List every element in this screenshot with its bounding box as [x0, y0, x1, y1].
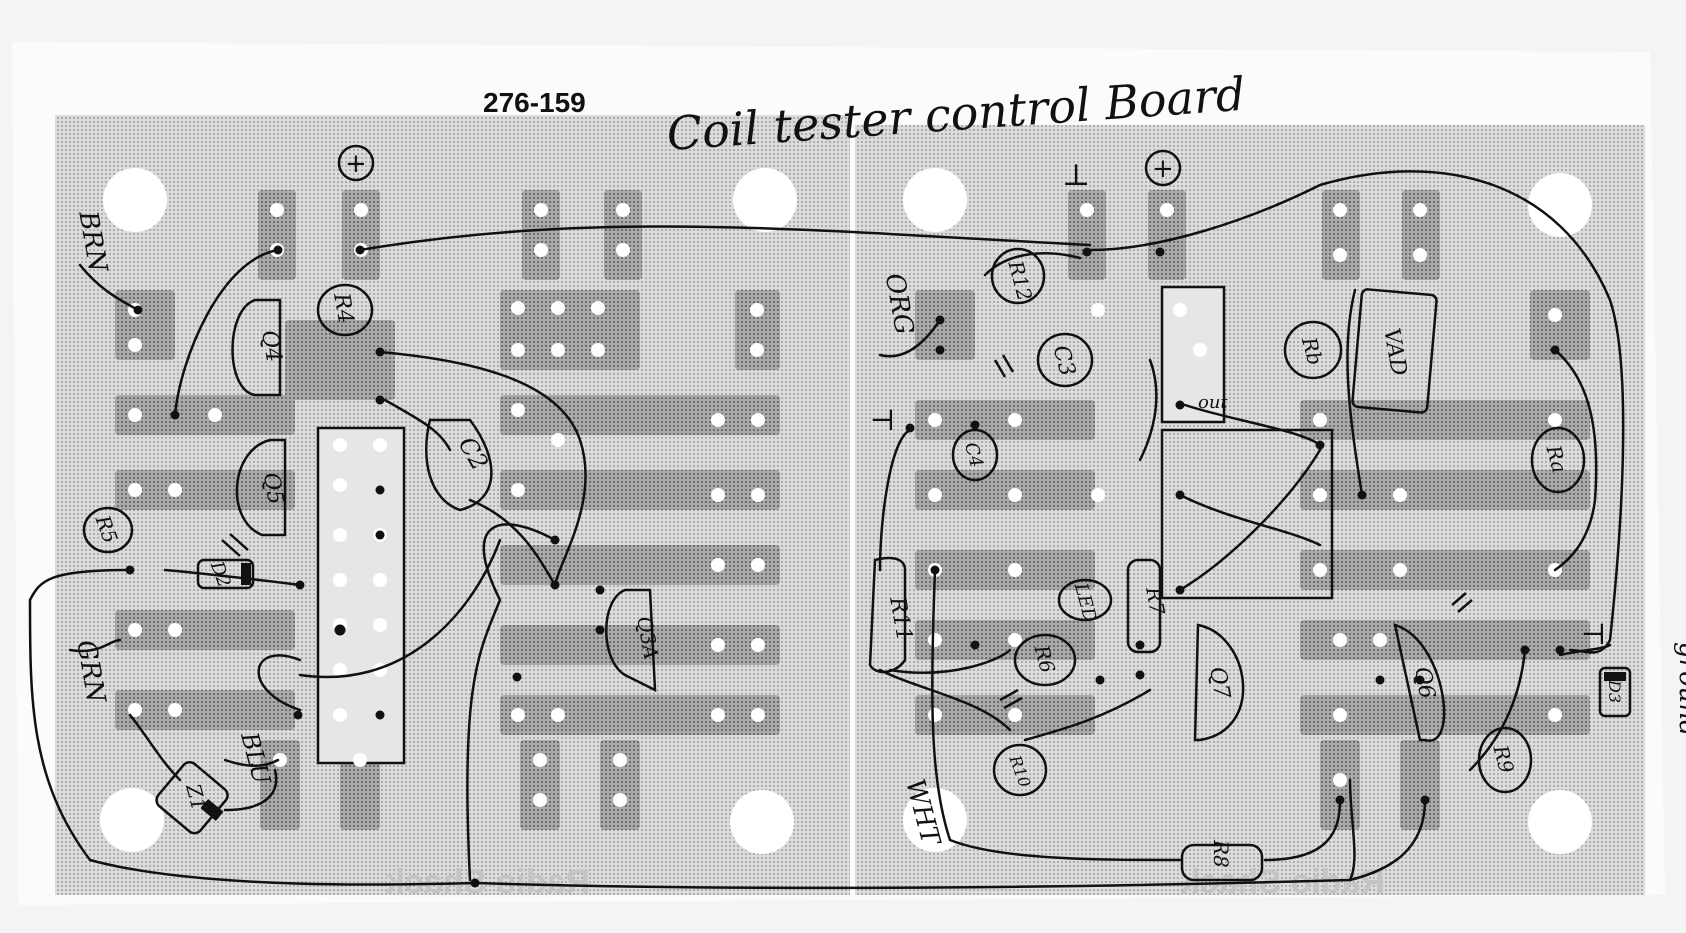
label-r7: R7: [1141, 584, 1170, 617]
plus-marker-left: [337, 144, 375, 182]
plus-symbol-left: +: [345, 149, 367, 179]
ic-chip-right: [1160, 428, 1334, 600]
wire-out: [1183, 403, 1322, 447]
component-q7: [1193, 623, 1245, 742]
component-q5: [235, 438, 287, 537]
component-r10: [992, 743, 1048, 797]
mounting-hole: [733, 168, 797, 232]
wire-org: [878, 318, 942, 358]
wire-rb: [1346, 288, 1364, 497]
mounting-hole: [903, 788, 967, 852]
d3-band: [1604, 672, 1626, 681]
mounting-hole: [100, 788, 164, 852]
component-r6: [1013, 633, 1077, 687]
solder-joints: [125, 245, 1565, 888]
wire-ic-to-q3a: [298, 538, 502, 679]
component-ra: [1530, 426, 1586, 494]
label-out: out: [1198, 392, 1228, 413]
mounting-hole: [730, 790, 794, 854]
components: [82, 247, 1632, 882]
mounting-hole: [1528, 790, 1592, 854]
polarity-marks: [221, 354, 1473, 710]
label-q7: Q7: [1204, 665, 1234, 701]
wire-r8-right: [1263, 798, 1342, 862]
wire-ic-diag: [1178, 493, 1322, 547]
wire-r11-top: [878, 428, 912, 572]
wire-loop-ic: [257, 654, 302, 712]
wire-c2-out: [468, 498, 557, 587]
wire-r8-left: [930, 568, 1182, 862]
component-r4: [316, 283, 374, 337]
component-rb: [1283, 320, 1343, 380]
ground-symbol-left: ⊥: [866, 407, 899, 433]
pad-holes: [128, 203, 1562, 807]
ground-symbol-top: ⊥: [1062, 158, 1090, 193]
component-d2: [196, 558, 255, 590]
mounting-hole: [903, 168, 967, 232]
wire-ground-bottom: [28, 598, 1356, 890]
wire-q3a: [466, 523, 557, 882]
component-c2: [425, 418, 493, 512]
component-q3a: [605, 588, 657, 693]
component-led: [1057, 578, 1113, 622]
part-number: 276-159: [483, 87, 586, 118]
wires: [28, 170, 1625, 890]
regulator-block: [1160, 285, 1226, 424]
wire-ground-right: [1558, 643, 1612, 657]
wire-plus-bus: [358, 225, 1092, 252]
label-r8: R8: [1209, 839, 1233, 868]
wire-blu: [223, 758, 280, 767]
component-r11: [868, 556, 907, 674]
wire-r10-out: [1023, 688, 1152, 742]
wire-ic-diag2: [1178, 448, 1322, 592]
wire-d2: [163, 568, 302, 587]
wire-left-upper: [173, 248, 280, 417]
wire-z1: [128, 713, 182, 782]
wire-brn: [78, 263, 140, 312]
plus-symbol-right: +: [1152, 154, 1174, 184]
component-q6: [1393, 623, 1446, 742]
component-r8: [1180, 843, 1264, 882]
component-vadj: [1351, 288, 1438, 414]
watermark-left: Radio Shack: [386, 863, 590, 901]
mounting-hole: [1528, 173, 1592, 237]
label-r4: R4: [328, 290, 358, 325]
wire-c3: [1138, 358, 1158, 462]
wire-grn: [68, 638, 122, 653]
wire-c2-loop: [378, 350, 587, 587]
d2-band: [241, 563, 251, 585]
component-c3: [1036, 332, 1094, 388]
z1-band: [200, 798, 224, 822]
label-q6: Q6: [1409, 665, 1439, 701]
power-markers: [337, 144, 1182, 187]
wire-r6: [888, 648, 1012, 674]
ground-symbol-right: ⊥: [1577, 621, 1610, 647]
component-r5: [82, 506, 134, 554]
wire-r9-bottom: [1348, 798, 1427, 882]
label-q4: Q4: [256, 328, 286, 364]
wire-r5-left: [28, 568, 132, 602]
wire-top-right-loop: [1088, 170, 1625, 654]
component-d3: [1598, 666, 1632, 718]
traces-left: [115, 190, 780, 830]
wire-c2-lead: [383, 398, 452, 452]
label-d3: D3: [1605, 679, 1624, 703]
component-q4: [231, 298, 282, 397]
mounting-holes: [100, 168, 1592, 854]
watermark: Radio Shack Radio Shack: [386, 863, 1385, 901]
label-ground: ground: [1673, 642, 1686, 737]
plus-marker-right: [1144, 149, 1182, 187]
component-r12: [990, 247, 1046, 305]
wire-r10: [878, 668, 1012, 732]
component-r7: [1126, 558, 1162, 654]
wire-z1-out: [223, 768, 278, 812]
ic-chip-left: [316, 426, 406, 765]
label-q5: Q5: [258, 471, 288, 507]
component-r9: [1477, 726, 1533, 794]
component-c4: [951, 428, 999, 482]
mounting-hole: [103, 168, 167, 232]
wire-ra: [1553, 348, 1598, 572]
